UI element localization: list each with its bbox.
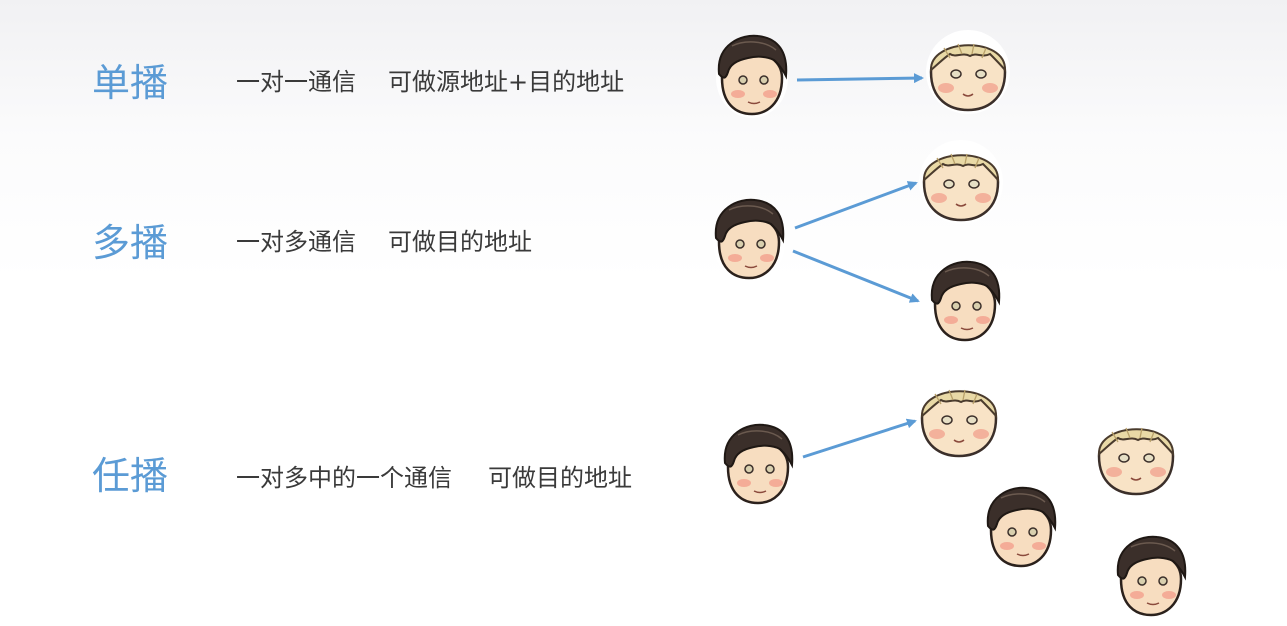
anycast-receiver-blond-face-icon	[915, 374, 1003, 462]
multicast-term: 多播	[92, 221, 169, 265]
anycast-arrow	[802, 418, 917, 459]
multicast-comm-text: 一对多通信	[236, 228, 356, 256]
unicast-term: 单播	[92, 61, 169, 105]
anycast-description: 一对多中的一个通信 可做目的地址	[236, 464, 632, 492]
unicast-description: 一对一通信 可做源地址+目的地址	[236, 68, 624, 96]
multicast-sender-dark-haired-face-icon	[711, 198, 787, 284]
anycast-other-dark-haired-face-icon	[983, 486, 1059, 572]
anycast-comm-text: 一对多中的一个通信	[236, 464, 452, 492]
multicast-receiver-dark-haired-face-icon	[927, 260, 1003, 346]
anycast-addr-text: 可做目的地址	[488, 464, 632, 492]
anycast-other-blond-face-icon	[1092, 412, 1180, 500]
anycast-sender-dark-haired-face-icon	[720, 423, 796, 509]
unicast-comm-text: 一对一通信	[236, 68, 356, 96]
multicast-arrow-up	[794, 181, 918, 230]
anycast-term: 任播	[92, 454, 169, 498]
unicast-addr-text: 可做源地址+目的地址	[388, 68, 625, 96]
unicast-arrow	[796, 73, 924, 84]
multicast-addr-text: 可做目的地址	[388, 228, 532, 256]
unicast-receiver-blond-face-icon	[924, 28, 1012, 116]
unicast-sender-dark-haired-face-icon	[714, 34, 790, 120]
anycast-other-dark-haired-face-icon-2	[1113, 535, 1189, 621]
multicast-receiver-blond-face-icon	[917, 138, 1005, 226]
multicast-arrow-down	[792, 249, 920, 303]
multicast-description: 一对多通信 可做目的地址	[236, 228, 532, 256]
